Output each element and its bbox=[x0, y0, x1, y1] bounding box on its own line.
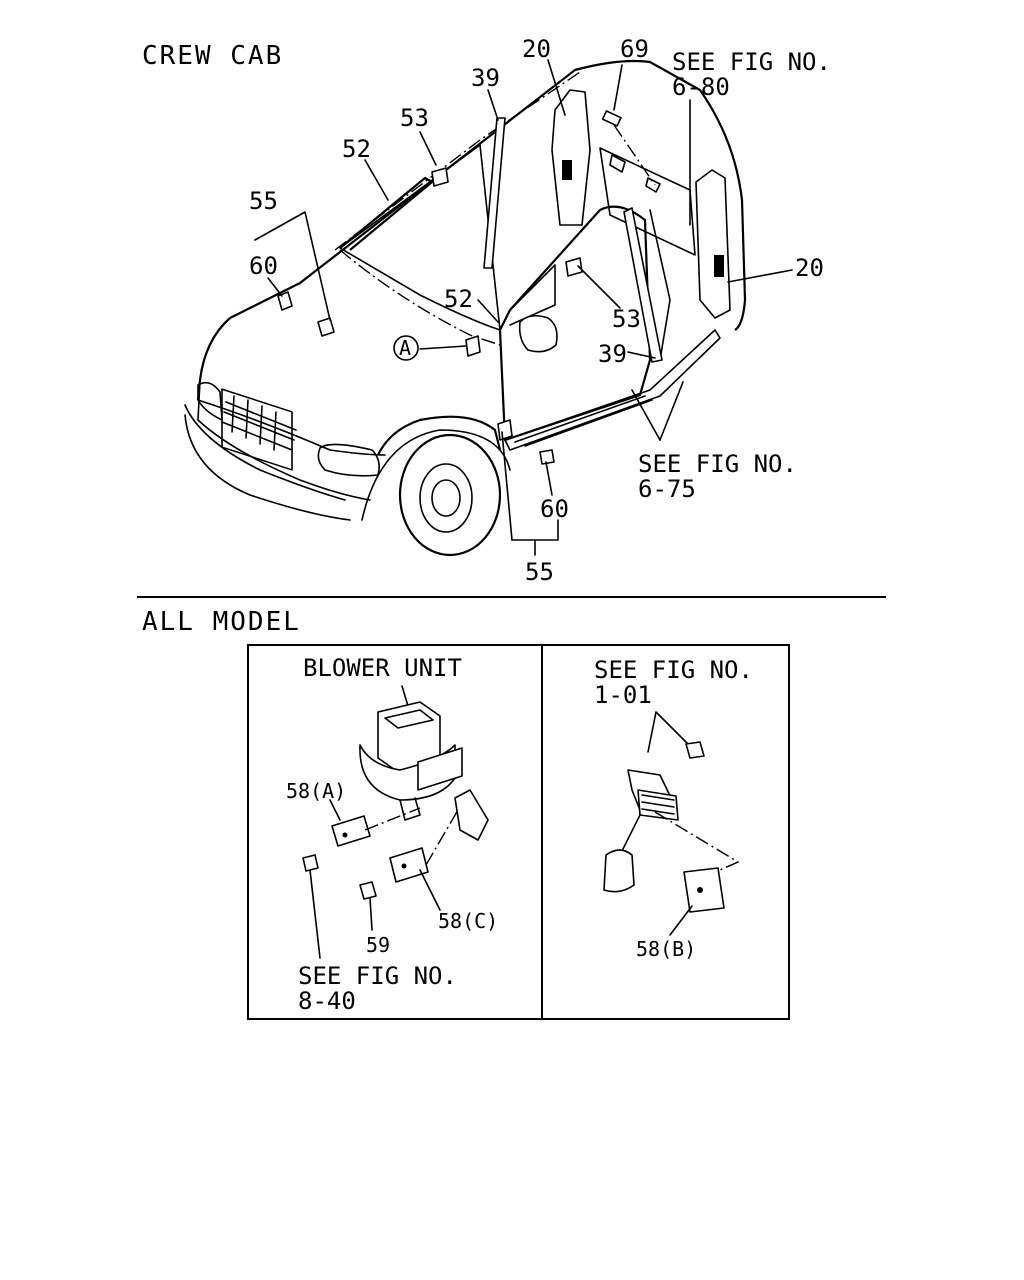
pillar-garnish-39-mid bbox=[623, 207, 663, 363]
leader-8-40 bbox=[309, 869, 321, 959]
leader-58a bbox=[329, 799, 341, 821]
ref-6-75-line1: SEE FIG NO. bbox=[638, 450, 797, 478]
ref-1-01-line2: 1-01 bbox=[594, 681, 652, 709]
callout-69: 69 bbox=[620, 35, 649, 63]
callout-60-top: 60 bbox=[249, 252, 278, 280]
leader-58b-dashed bbox=[654, 811, 740, 871]
callout-59: 59 bbox=[366, 933, 390, 957]
callout-60-bottom: 60 bbox=[540, 495, 569, 523]
ref-6-80-line2: 6-80 bbox=[672, 73, 730, 101]
callout-39-mid: 39 bbox=[598, 340, 627, 368]
callout-39-top: 39 bbox=[471, 64, 500, 92]
leader-58b bbox=[669, 905, 693, 936]
headlight-left bbox=[197, 381, 223, 421]
bracket-55-top bbox=[317, 317, 335, 337]
hood-front-line bbox=[197, 399, 386, 456]
bracket-58a-hole bbox=[342, 832, 348, 838]
bracket-55-bottom bbox=[497, 419, 513, 441]
leader-59 bbox=[369, 897, 373, 931]
front-door-outline bbox=[498, 205, 652, 442]
detail-a-marker: A bbox=[393, 335, 419, 361]
pillar-20-slot bbox=[562, 160, 572, 180]
pedal-assembly bbox=[603, 741, 705, 893]
front-fascia bbox=[197, 379, 371, 501]
interior-rear-frame bbox=[599, 147, 696, 256]
crew-cab-title: CREW CAB bbox=[142, 41, 283, 71]
clip-53-mid bbox=[565, 257, 583, 277]
part-a-location bbox=[465, 335, 481, 357]
screw-59 bbox=[359, 881, 377, 900]
pillar-trim-20-left bbox=[551, 89, 591, 226]
detail-a-label: A bbox=[399, 336, 411, 360]
crew-cab-callouts: 20 69 39 53 52 55 60 52 53 39 20 60 55 A… bbox=[249, 35, 831, 586]
blower-unit-body bbox=[359, 701, 463, 821]
door-window-line bbox=[509, 264, 556, 326]
interior-rear-window bbox=[609, 154, 661, 193]
clip-69 bbox=[601, 110, 622, 127]
grille-mesh bbox=[221, 395, 297, 451]
hood-outline bbox=[196, 317, 231, 401]
wheel-arch bbox=[361, 429, 511, 521]
pillar-garnish-39-top bbox=[483, 117, 506, 269]
bumper-top bbox=[184, 404, 346, 501]
bracket-58c bbox=[389, 847, 429, 883]
bracket-58b-hole bbox=[697, 887, 703, 893]
callout-53-mid: 53 bbox=[612, 305, 641, 333]
ref-1-01-line1: SEE FIG NO. bbox=[594, 656, 753, 684]
crew-cab-section: CREW CAB bbox=[142, 35, 831, 586]
clip-53-top bbox=[431, 167, 449, 187]
clip-60-bottom bbox=[539, 449, 555, 465]
pillar-20-right-slot bbox=[714, 255, 724, 277]
callout-55-bottom: 55 bbox=[525, 558, 554, 586]
blower-unit-panel: BLOWER UNIT 58(A) 58(C) 5 bbox=[286, 654, 498, 1015]
front-fender bbox=[377, 415, 502, 456]
leader-58a-dashed bbox=[364, 807, 421, 831]
callout-52-mid: 52 bbox=[444, 285, 473, 313]
pillar-trim-20-right bbox=[695, 169, 731, 319]
blower-title-leader bbox=[401, 685, 409, 707]
bracket-58a bbox=[331, 815, 371, 847]
wheel-center bbox=[431, 479, 461, 517]
pedal-panel: SEE FIG NO. 1-01 58(B) bbox=[594, 656, 753, 961]
bumper-bottom bbox=[184, 414, 351, 521]
trim-parts bbox=[277, 89, 731, 465]
callout-58b: 58(B) bbox=[636, 937, 696, 961]
side-step bbox=[504, 329, 721, 451]
all-model-title: ALL MODEL bbox=[142, 607, 301, 637]
hood-crease bbox=[339, 249, 501, 346]
callout-53-top: 53 bbox=[400, 104, 429, 132]
blower-unit-title: BLOWER UNIT bbox=[303, 654, 462, 682]
front-wheel bbox=[398, 433, 502, 557]
callout-52-top: 52 bbox=[342, 135, 371, 163]
side-step-inner bbox=[514, 395, 653, 447]
weatherstrip-52-top bbox=[339, 176, 434, 251]
bracket-58c-hole bbox=[401, 863, 407, 869]
side-mirror bbox=[518, 314, 558, 353]
callout-20-right: 20 bbox=[795, 254, 824, 282]
wheel-hub bbox=[419, 463, 473, 533]
ref-1-01-leaders bbox=[647, 711, 693, 753]
screw-58a-bolt bbox=[302, 854, 319, 872]
ref-6-80-line1: SEE FIG NO. bbox=[672, 48, 831, 76]
callout-58a: 58(A) bbox=[286, 779, 346, 803]
ref-8-40-line1: SEE FIG NO. bbox=[298, 962, 457, 990]
ref-8-40-line2: 8-40 bbox=[298, 987, 356, 1015]
roof-outline bbox=[229, 59, 747, 331]
detail-box bbox=[247, 644, 790, 1020]
leader-58c bbox=[419, 869, 441, 911]
leader-58c-dashed bbox=[425, 809, 459, 866]
mount-bracket bbox=[454, 789, 489, 841]
ref-6-75-line2: 6-75 bbox=[638, 475, 696, 503]
callout-55-top: 55 bbox=[249, 187, 278, 215]
callout-20-top: 20 bbox=[522, 35, 551, 63]
bracket-58b bbox=[683, 867, 725, 913]
all-model-section: ALL MODEL BLOWER UNIT bbox=[142, 607, 790, 1020]
crew-cab-leaders bbox=[254, 59, 793, 556]
callout-58c: 58(C) bbox=[438, 909, 498, 933]
